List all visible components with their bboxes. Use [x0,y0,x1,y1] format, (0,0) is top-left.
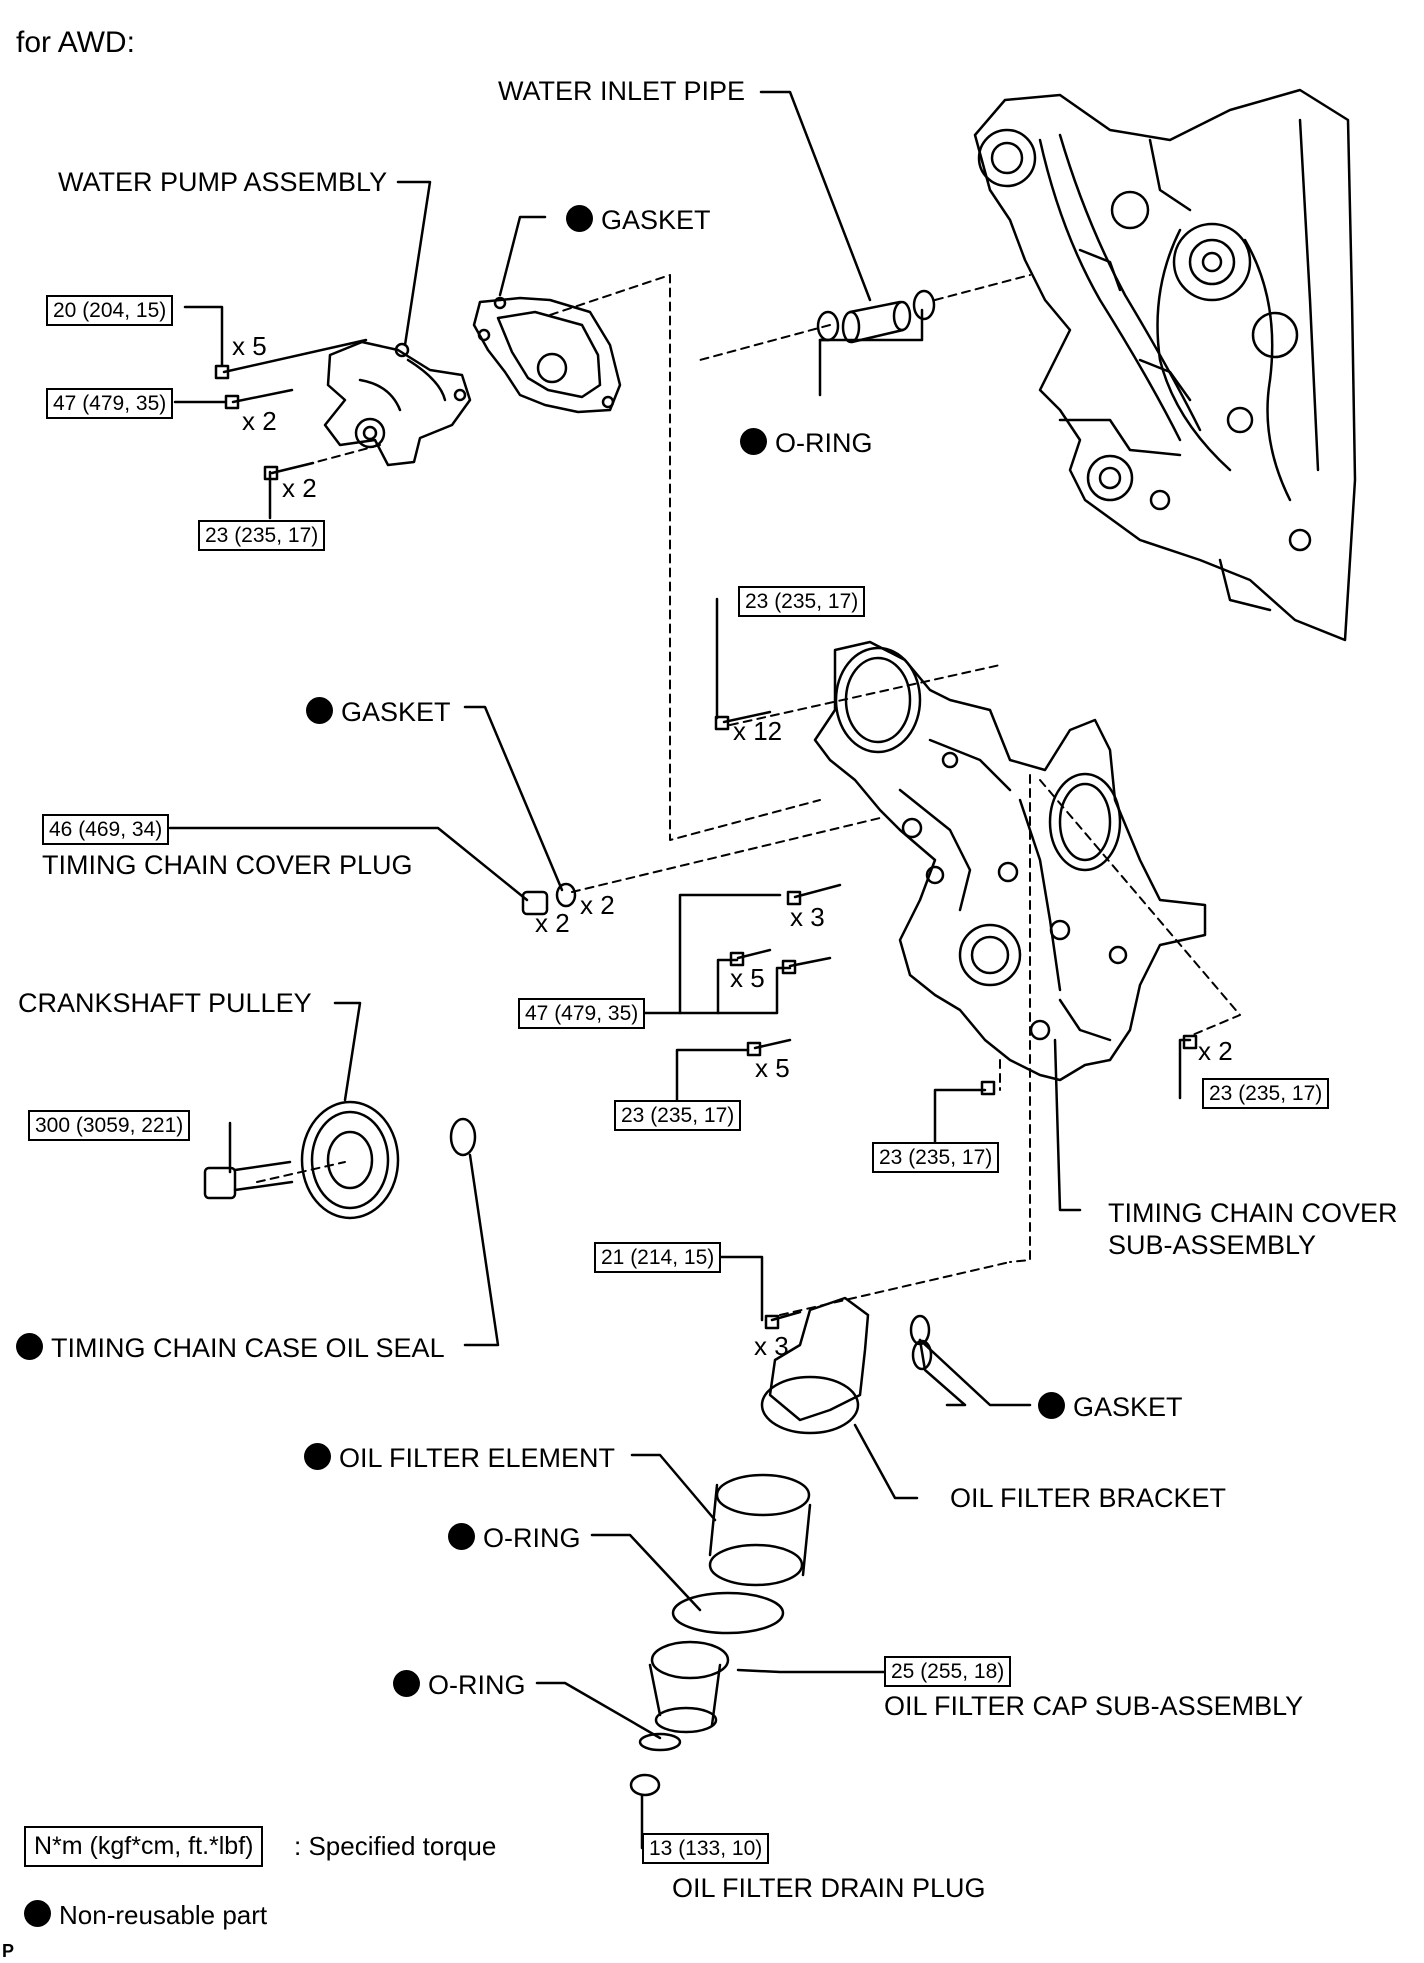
nonreusable-dot-icon [304,1443,331,1470]
label-timing-chain-cover-sub-2: SUB-ASSEMBLY [1108,1230,1317,1260]
qty-cover-x3: x 3 [790,902,825,932]
qty-plug-x2-b: x 2 [535,908,570,938]
torque-cover-lower-left: 23 (235, 17) [614,1100,742,1131]
label-timing-chain-cover-plug: TIMING CHAIN COVER PLUG [42,850,413,880]
label-o-ring-pipe: O-RING [740,428,873,457]
qty-cover-right-x2: x 2 [1198,1036,1233,1066]
nonreusable-dot-icon [1038,1392,1065,1419]
torque-cover-right: 23 (235, 17) [1202,1078,1330,1109]
label-water-pump-assembly: WATER PUMP ASSEMBLY [58,167,388,197]
label-oil-filter-drain-plug: OIL FILTER DRAIN PLUG [672,1873,986,1903]
label-oil-filter-element: OIL FILTER ELEMENT [304,1443,615,1472]
label-oil-filter-cap-sub-assembly: OIL FILTER CAP SUB-ASSEMBLY [884,1691,1304,1721]
qty-wp-x5: x 5 [232,331,267,361]
footer-letter: P [2,1941,15,1961]
nonreusable-dot-icon [448,1523,475,1550]
legend-nonreusable: Non-reusable part [24,1900,267,1928]
qty-cover-x5-b: x 5 [755,1053,790,1083]
water-inlet-pipe-drawing [816,289,936,344]
legend-torque-box: N*m (kgf*cm, ft.*lbf) [24,1826,264,1867]
timing-chain-cover-drawing [813,640,1207,1082]
crankshaft-pulley-drawing [203,1100,477,1220]
label-gasket-plug: GASKET [306,697,451,726]
water-pump-drawing [323,340,472,467]
torque-wp-upper: 20 (204, 15) [46,295,174,326]
torque-crank-bolt: 300 (3059, 221) [28,1110,191,1141]
nonreusable-dot-icon [16,1333,43,1360]
label-water-inlet-pipe: WATER INLET PIPE [498,76,746,106]
label-crankshaft-pulley: CRANKSHAFT PULLEY [18,988,312,1018]
assembly-dashed-lines [256,274,1241,1316]
torque-wp-middle: 47 (479, 35) [46,388,174,419]
nonreusable-dot-icon [24,1900,51,1927]
bolts [214,338,1198,1330]
torque-filter-cap: 25 (255, 18) [884,1656,1012,1687]
qty-plug-x2-a: x 2 [580,890,615,920]
torque-cover-bottom: 23 (235, 17) [872,1142,1000,1173]
oil-filter-assembly-drawing [629,1296,933,1797]
label-oil-filter-bracket: OIL FILTER BRACKET [950,1483,1227,1513]
label-o-ring-element: O-RING [448,1523,581,1552]
nonreusable-dot-icon [393,1670,420,1697]
water-pump-gasket-drawing [472,296,622,414]
torque-wp-lower: 23 (235, 17) [198,520,326,551]
qty-bracket-x3: x 3 [754,1331,789,1361]
label-o-ring-cap: O-RING [393,1670,526,1699]
qty-wp-x2-a: x 2 [242,406,277,436]
label-gasket-bracket: GASKET [1038,1392,1183,1421]
qty-wp-x2-b: x 2 [282,473,317,503]
leader-lines [168,90,1192,1850]
label-timing-chain-case-oil-seal: TIMING CHAIN CASE OIL SEAL [16,1333,445,1362]
torque-cover-top: 23 (235, 17) [738,586,866,617]
engine-block-drawing [973,88,1357,642]
page-title: for AWD: [16,26,135,59]
torque-bracket: 21 (214, 15) [594,1242,722,1273]
torque-drain-plug: 13 (133, 10) [642,1833,770,1864]
torque-cover-left: 47 (479, 35) [518,998,646,1029]
label-gasket-top: GASKET [566,205,711,234]
legend-torque-text: : Specified torque [294,1831,497,1861]
nonreusable-dot-icon [306,697,333,724]
qty-cover-x12: x 12 [733,716,783,746]
nonreusable-dot-icon [566,205,593,232]
torque-cover-plug: 46 (469, 34) [42,814,170,845]
nonreusable-dot-icon [740,428,767,455]
label-timing-chain-cover-sub-1: TIMING CHAIN COVER [1108,1198,1398,1228]
qty-cover-x5-a: x 5 [730,963,765,993]
cover-plug-drawing [521,882,577,916]
